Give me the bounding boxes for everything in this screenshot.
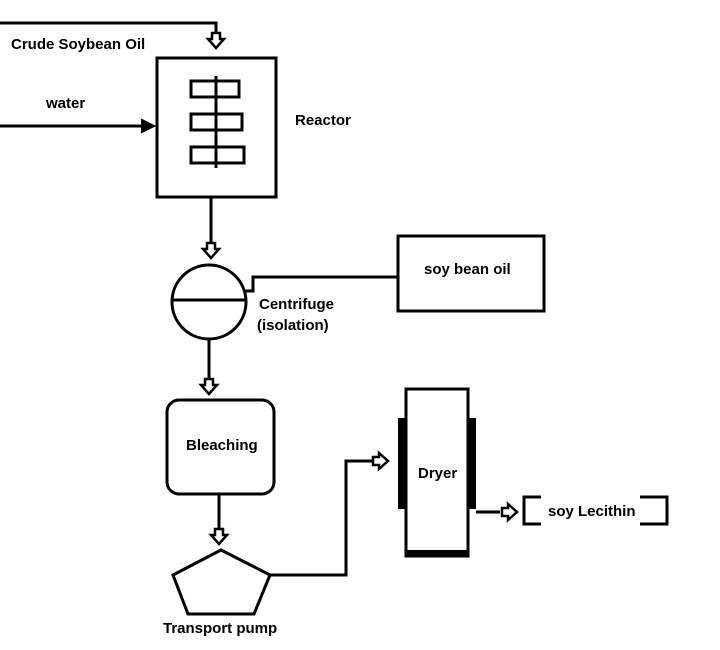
soy-lecithin-label: soy Lecithin	[548, 503, 636, 520]
lecithin-inlet-arrow-icon	[500, 502, 519, 522]
dryer-to-lecithin-line	[476, 502, 519, 522]
transport-pump	[171, 548, 272, 616]
soy-lecithin-box	[522, 495, 669, 526]
centrifuge-to-bleaching-line	[199, 339, 219, 396]
centrifuge-inlet-arrow-icon	[201, 241, 221, 260]
water-label: water	[46, 95, 86, 112]
bleaching-to-pump-line	[209, 494, 229, 546]
dryer-base	[406, 550, 468, 556]
crude-oil-label: Crude Soybean Oil	[11, 36, 146, 53]
reactor-vessel	[155, 56, 278, 199]
dryer-label: Dryer	[418, 465, 458, 482]
dryer	[398, 387, 476, 558]
dryer-inlet-arrow-icon	[371, 451, 390, 471]
crude-oil-feed-line	[0, 21, 226, 50]
agitator-blade-middle	[189, 112, 244, 132]
pump-to-dryer-line	[270, 451, 390, 577]
crude-oil-arrow-icon	[206, 31, 226, 50]
soy-bean-oil-label: soy bean oil	[424, 261, 511, 278]
dryer-left-wall	[398, 418, 406, 509]
water-arrow-icon	[141, 118, 157, 134]
soy-bean-oil-box	[396, 234, 546, 313]
reactor-to-centrifuge-line	[201, 197, 221, 260]
bleaching-label: Bleaching	[186, 437, 258, 454]
bleaching-inlet-arrow-icon	[199, 377, 219, 396]
dryer-right-wall	[468, 418, 476, 509]
centrifuge	[170, 263, 248, 341]
water-feed-line	[0, 118, 157, 134]
agitator-blade-top	[189, 79, 241, 99]
centrifuge-sublabel: (isolation)	[257, 317, 329, 334]
pump-inlet-arrow-icon	[209, 527, 229, 546]
transport-pump-label: Transport pump	[163, 620, 278, 637]
reactor-label: Reactor	[295, 112, 351, 129]
agitator-blade-bottom	[189, 145, 246, 165]
oil-outlet-line	[244, 275, 398, 293]
centrifuge-label: Centrifuge	[259, 296, 334, 313]
